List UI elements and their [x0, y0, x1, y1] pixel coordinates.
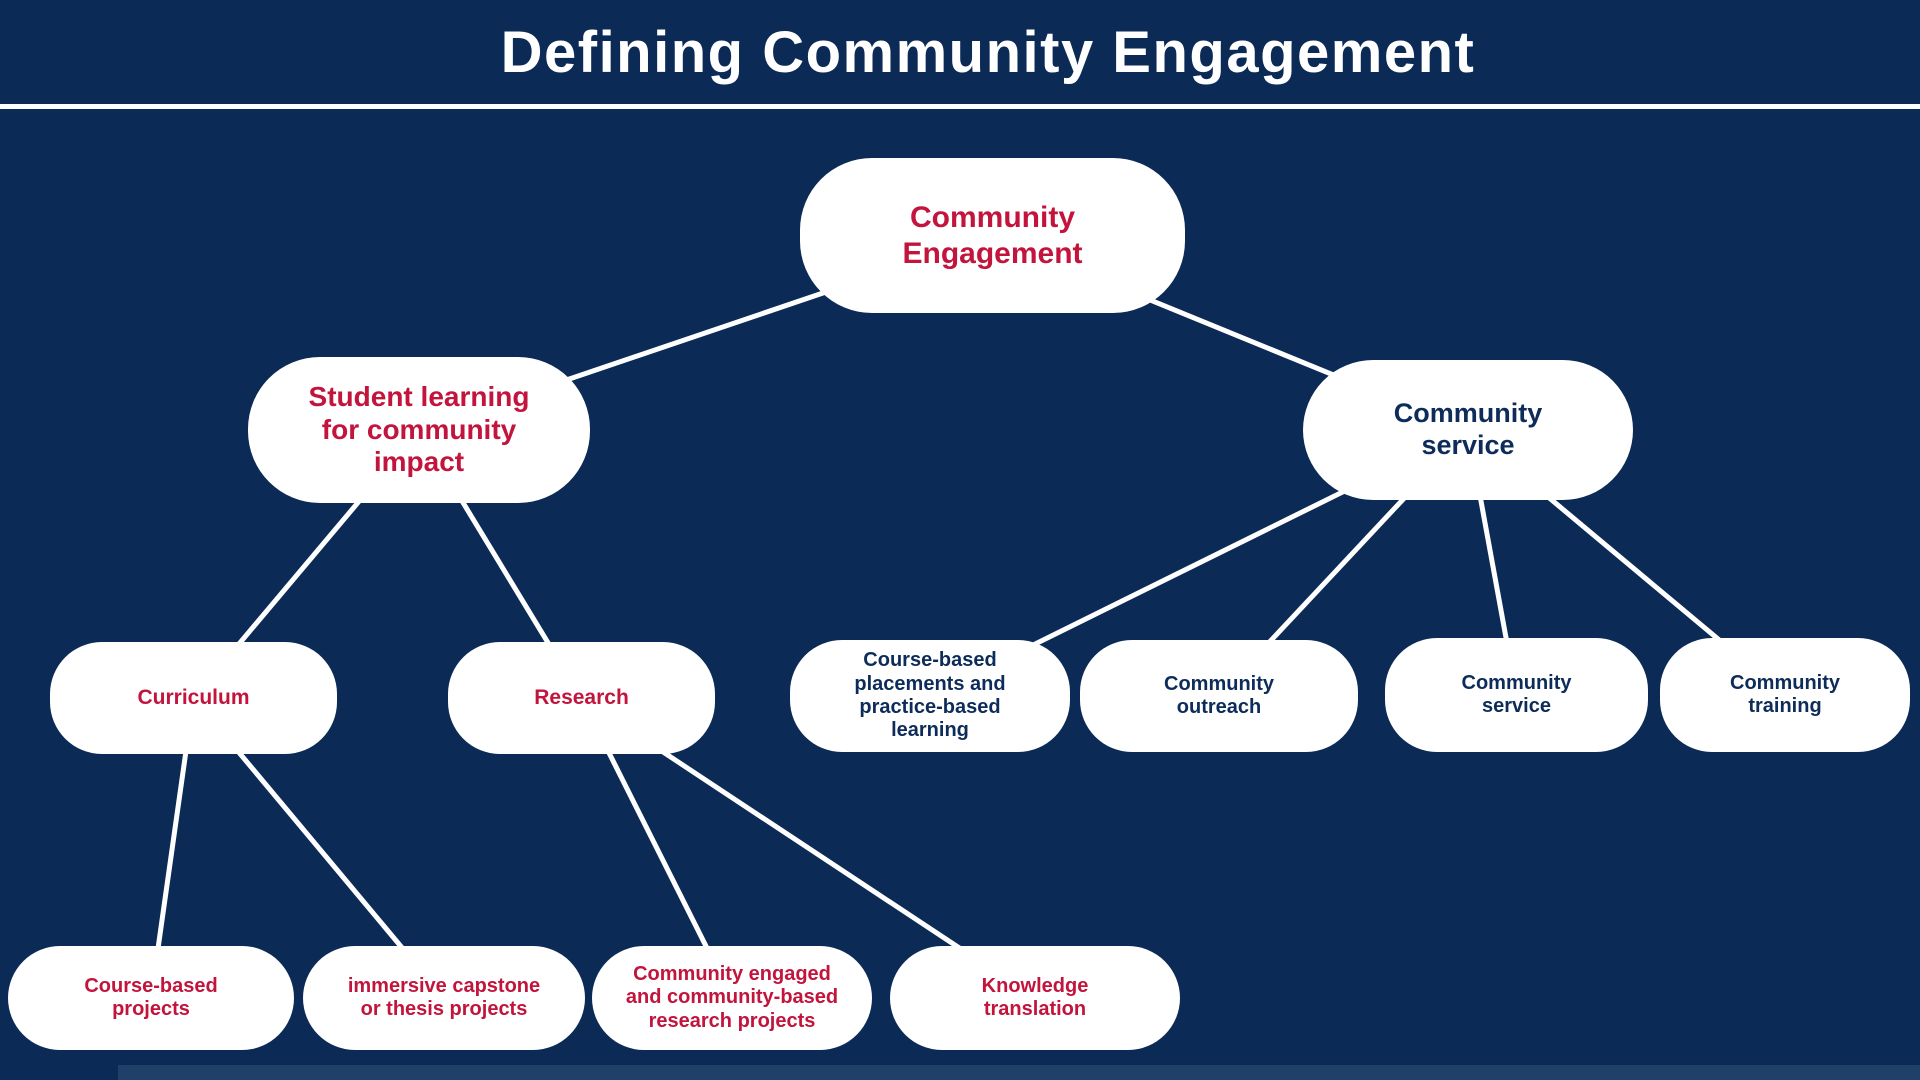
node-community-service-leaf: Community service	[1385, 638, 1648, 752]
node-community-engagement: Community Engagement	[800, 158, 1185, 313]
page-title: Defining Community Engagement	[500, 19, 1476, 85]
title-bar: Defining Community Engagement	[0, 0, 1920, 109]
node-course-based-projects: Course-based projects	[8, 946, 294, 1050]
node-community-training: Community training	[1660, 638, 1910, 752]
footer-accent-strip	[118, 1065, 1920, 1080]
node-community-service-branch: Community service	[1303, 360, 1633, 500]
node-community-engaged-research: Community engaged and community-based re…	[592, 946, 872, 1050]
node-curriculum: Curriculum	[50, 642, 337, 754]
node-community-outreach: Community outreach	[1080, 640, 1358, 752]
node-student-learning: Student learning for community impact	[248, 357, 590, 503]
node-research: Research	[448, 642, 715, 754]
node-course-based-placements: Course-based placements and practice-bas…	[790, 640, 1070, 752]
node-knowledge-translation: Knowledge translation	[890, 946, 1180, 1050]
node-immersive-capstone: immersive capstone or thesis projects	[303, 946, 585, 1050]
